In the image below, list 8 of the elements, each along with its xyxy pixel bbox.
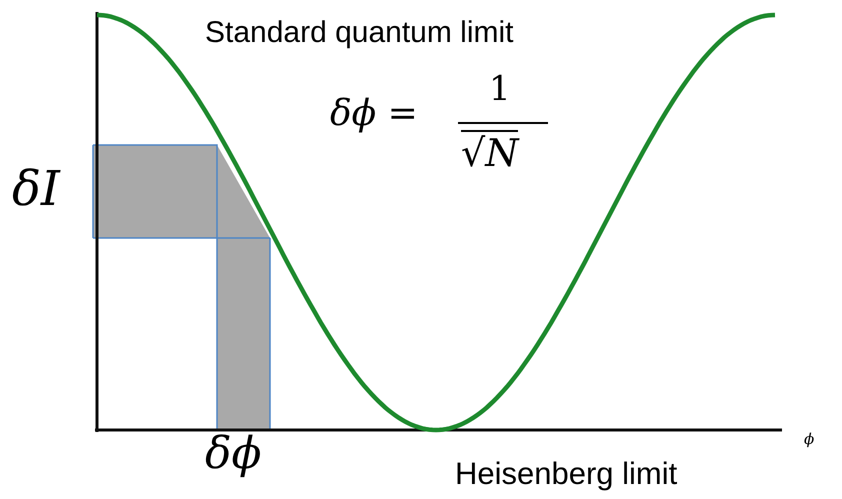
curve-label: Heisenberg limit <box>455 458 678 489</box>
formula-text: 1 <box>489 72 511 106</box>
formula-text: √N <box>461 130 518 172</box>
axis-label: δϕ <box>205 432 262 476</box>
axis-label: ϕ <box>804 432 814 447</box>
formula-text: δϕ = <box>330 96 418 132</box>
curve-label: Standard quantum limit <box>205 18 514 48</box>
axis-label: δI <box>12 165 60 213</box>
